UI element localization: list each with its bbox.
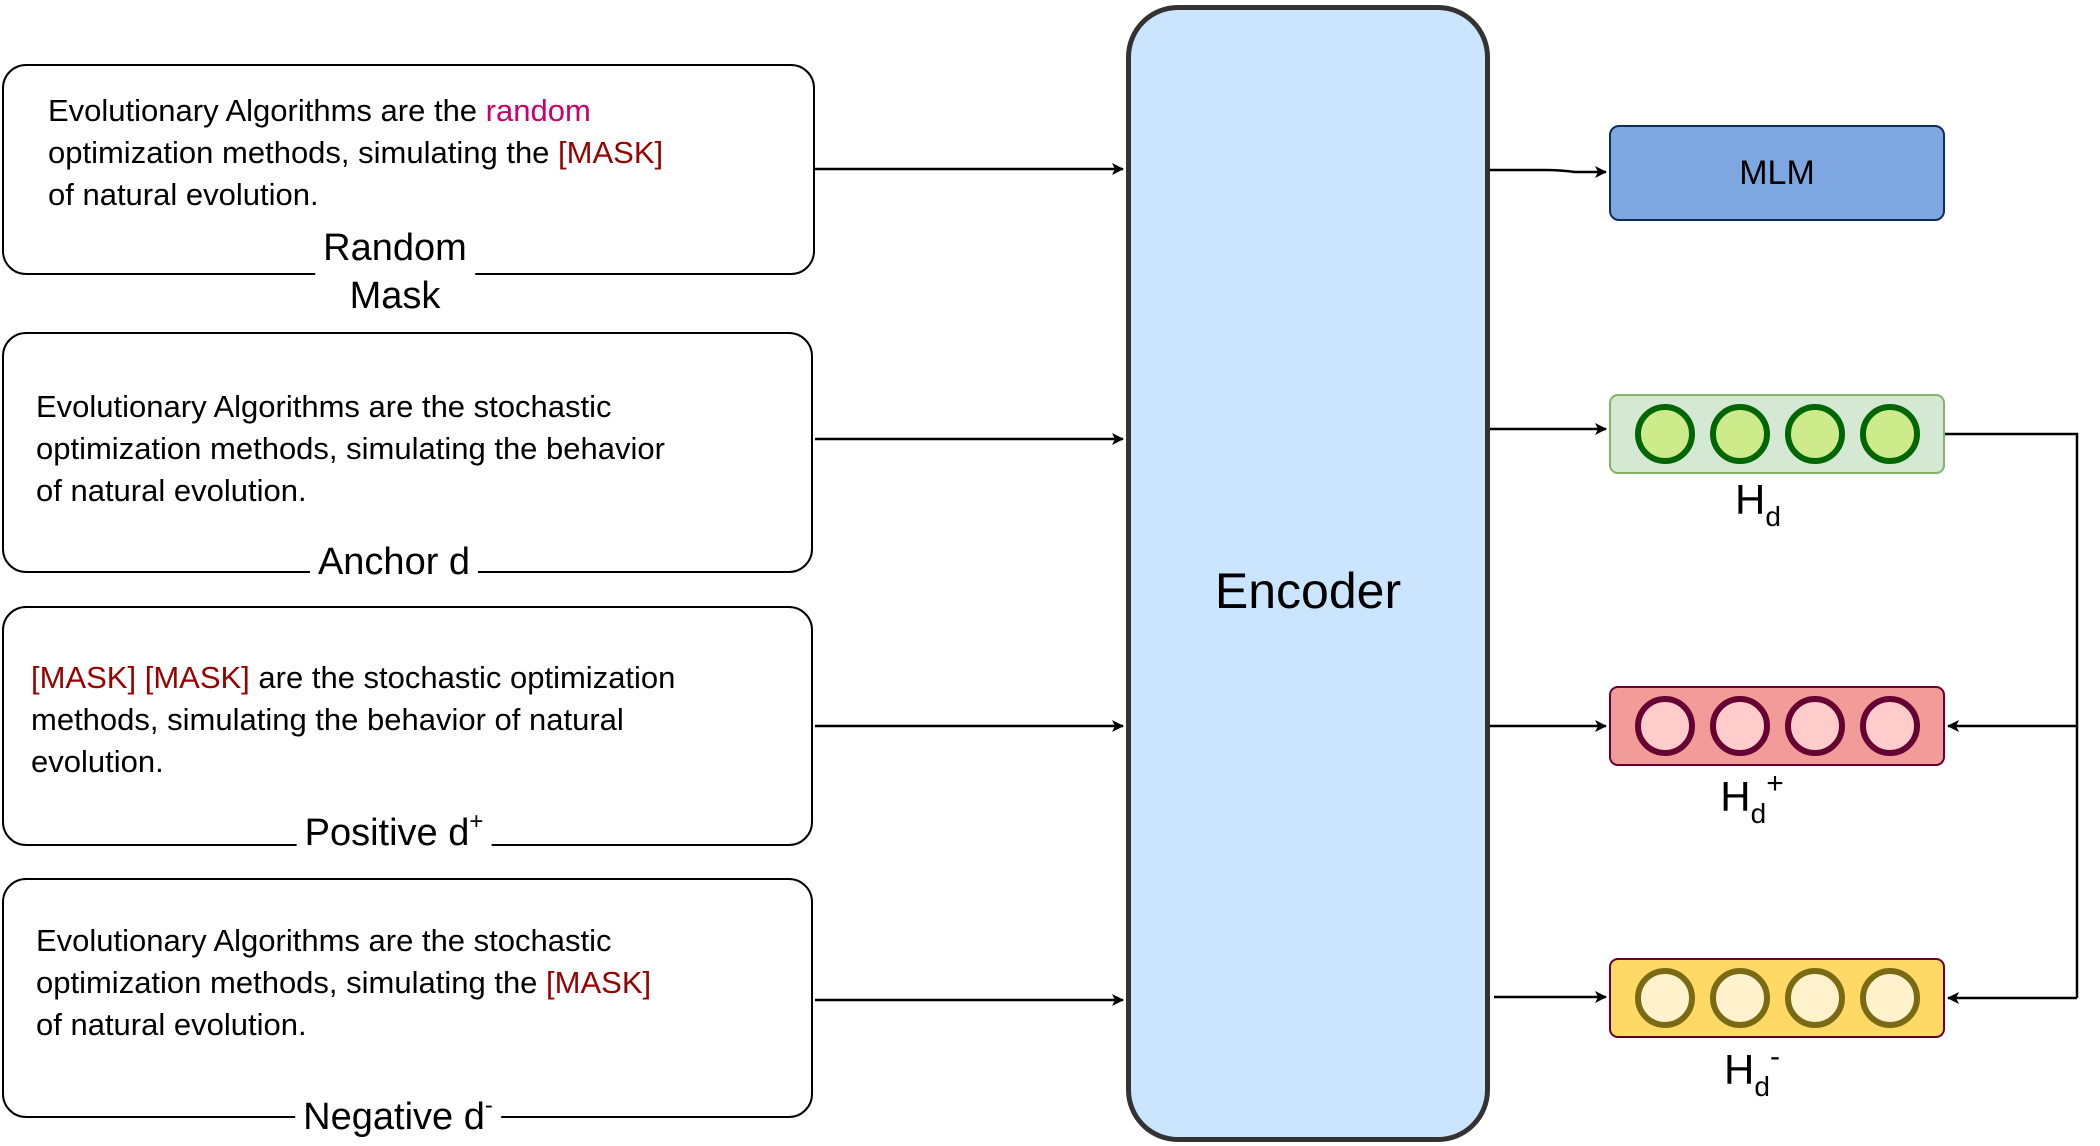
embedding-unit (1634, 696, 1695, 756)
label-superscript: + (1766, 767, 1784, 800)
encoder-block: Encoder (1126, 5, 1490, 1142)
hd-vector (1609, 394, 1945, 474)
embedding-unit (1859, 404, 1920, 464)
mlm-head: MLM (1609, 125, 1945, 221)
embedding-unit (1859, 968, 1920, 1028)
caption-superscript: - (484, 1092, 493, 1119)
random-token: random (485, 93, 591, 128)
embedding-unit (1784, 404, 1845, 464)
embedding-unit (1709, 696, 1770, 756)
text-line: of natural evolution. (48, 177, 319, 212)
label-base: H (1735, 476, 1766, 523)
caption-text: Negative d (303, 1096, 485, 1138)
mask-token: [MASK] (31, 660, 137, 695)
arrow-encoder-to-mlm (1490, 166, 1607, 178)
label-subscript: d (1750, 798, 1767, 829)
anchor-text: Evolutionary Algorithms are the stochast… (36, 386, 665, 512)
anchor-caption: Anchor d (309, 539, 479, 585)
mask-token: [MASK] (558, 135, 664, 170)
text-line: optimization methods, simulating the beh… (36, 431, 665, 466)
mask-token: [MASK] (546, 965, 652, 1000)
text-line: of natural evolution. (36, 1007, 307, 1042)
caption-line: Random (323, 227, 467, 269)
label-subscript: d (1754, 1071, 1770, 1102)
text-line: Evolutionary Algorithms are the (48, 93, 486, 128)
label-subscript: d (1765, 501, 1781, 532)
embedding-unit (1709, 968, 1770, 1028)
text-line: are the stochastic optimization (249, 660, 676, 695)
embedding-unit (1859, 696, 1920, 756)
contrastive-link-line (1945, 432, 2079, 998)
positive-caption: Positive d+ (296, 808, 492, 856)
mask-token: [MASK] (144, 660, 250, 695)
embedding-unit (1784, 968, 1845, 1028)
negative-box (2, 878, 813, 1118)
caption-superscript: + (469, 808, 484, 835)
text-line: optimization methods, simulating the (36, 965, 547, 1000)
mlm-label: MLM (1739, 153, 1815, 192)
caption-text: Positive d (304, 812, 470, 854)
caption-line: Mask (349, 275, 441, 317)
positive-text: [MASK] [MASK] are the stochastic optimiz… (31, 657, 675, 783)
positive-box (2, 606, 813, 846)
embedding-unit (1709, 404, 1770, 464)
negative-caption: Negative d- (295, 1094, 501, 1140)
embedding-unit (1634, 968, 1695, 1028)
random-mask-text: Evolutionary Algorithms are the random o… (48, 90, 663, 216)
label-base: H (1724, 1046, 1755, 1093)
hd-pos-label: Hd+ (1720, 769, 1783, 828)
anchor-box (2, 332, 813, 573)
text-line: Evolutionary Algorithms are the stochast… (36, 923, 612, 958)
encoder-label: Encoder (1214, 563, 1402, 619)
text-line: of natural evolution. (36, 473, 307, 508)
negative-text: Evolutionary Algorithms are the stochast… (36, 920, 651, 1046)
embedding-unit (1784, 696, 1845, 756)
embedding-unit (1634, 404, 1695, 464)
text-line: methods, simulating the behavior of natu… (31, 702, 624, 737)
hd-pos-vector (1609, 686, 1945, 766)
text-line: evolution. (31, 744, 164, 779)
text-line: Evolutionary Algorithms are the stochast… (36, 389, 612, 424)
hd-label: Hd (1735, 476, 1781, 531)
random-mask-caption: Random Mask (315, 224, 475, 320)
label-base: H (1720, 773, 1751, 820)
hd-neg-vector (1609, 958, 1945, 1038)
hd-neg-label: Hd- (1724, 1042, 1780, 1101)
label-superscript: - (1769, 1040, 1780, 1073)
text-line: optimization methods, simulating the (48, 135, 559, 170)
